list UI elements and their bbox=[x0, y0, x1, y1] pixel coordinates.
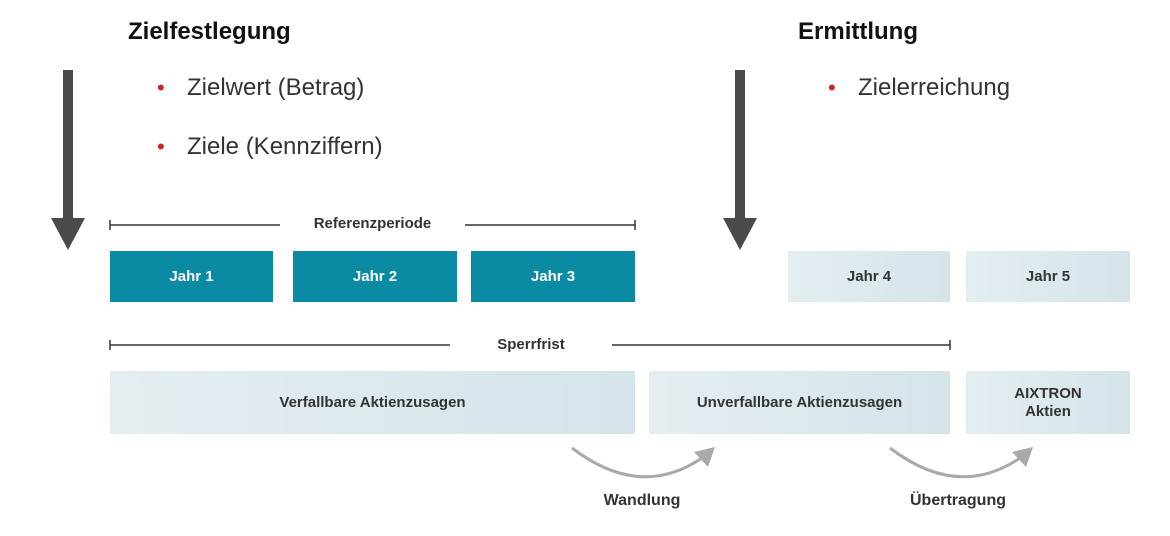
label-uebertragung: Übertragung bbox=[910, 492, 1006, 509]
label-wandlung: Wandlung bbox=[603, 492, 681, 509]
year-label-3: Jahr 3 bbox=[530, 268, 576, 285]
heading-zielfestlegung: Zielfestlegung bbox=[128, 18, 291, 45]
year-label-2: Jahr 2 bbox=[352, 268, 398, 285]
year-label-1: Jahr 1 bbox=[169, 268, 214, 285]
stage-box-unverfallbar: Unverfallbare Aktienzusagen bbox=[649, 371, 950, 434]
bullet-text-zielwert: Zielwert (Betrag) bbox=[187, 74, 365, 101]
curved-arrow-wandlung bbox=[571, 446, 715, 479]
year-label-4: Jahr 4 bbox=[846, 268, 892, 285]
stage-box-verfallbar: Verfallbare Aktienzusagen bbox=[110, 371, 635, 434]
stage-label-verfallbar: Verfallbare Aktienzusagen bbox=[279, 394, 466, 411]
bullet-item-zielerreichung: • Zielerreichung bbox=[828, 73, 1010, 103]
stage-label-unverfallbar: Unverfallbare Aktienzusagen bbox=[696, 394, 903, 411]
bullet-dot-icon: • bbox=[157, 75, 165, 100]
bullet-text-ziele: Ziele (Kennziffern) bbox=[187, 133, 383, 160]
stage-box-aixtron-aktien: AIXTRON Aktien bbox=[966, 371, 1130, 434]
bullet-dot-icon: • bbox=[157, 134, 165, 159]
big-down-arrow-left bbox=[51, 70, 85, 250]
curved-arrow-uebertragung bbox=[889, 446, 1033, 479]
stage-label-aixtron: AIXTRON bbox=[1014, 384, 1082, 402]
year-box-5: Jahr 5 bbox=[966, 251, 1130, 302]
year-box-2: Jahr 2 bbox=[293, 251, 457, 302]
year-box-3: Jahr 3 bbox=[471, 251, 635, 302]
bullet-item-ziele: • Ziele (Kennziffern) bbox=[157, 132, 383, 162]
bullet-text-zielerreichung: Zielerreichung bbox=[858, 74, 1011, 101]
year-box-4: Jahr 4 bbox=[788, 251, 950, 302]
big-down-arrow-middle bbox=[723, 70, 757, 250]
label-sperrfrist: Sperrfrist bbox=[450, 336, 612, 353]
bullet-item-zielwert: • Zielwert (Betrag) bbox=[157, 73, 383, 103]
bullet-list-zielfestlegung: • Zielwert (Betrag) • Ziele (Kennziffern… bbox=[157, 73, 383, 162]
bullet-list-ermittlung: • Zielerreichung bbox=[828, 73, 1010, 103]
bullet-dot-icon: • bbox=[828, 75, 836, 100]
year-box-1: Jahr 1 bbox=[110, 251, 273, 302]
year-label-5: Jahr 5 bbox=[1025, 268, 1071, 285]
stage-label-aktien: Aktien bbox=[1025, 402, 1071, 420]
heading-ermittlung: Ermittlung bbox=[798, 18, 918, 45]
label-referenzperiode: Referenzperiode bbox=[280, 215, 465, 232]
